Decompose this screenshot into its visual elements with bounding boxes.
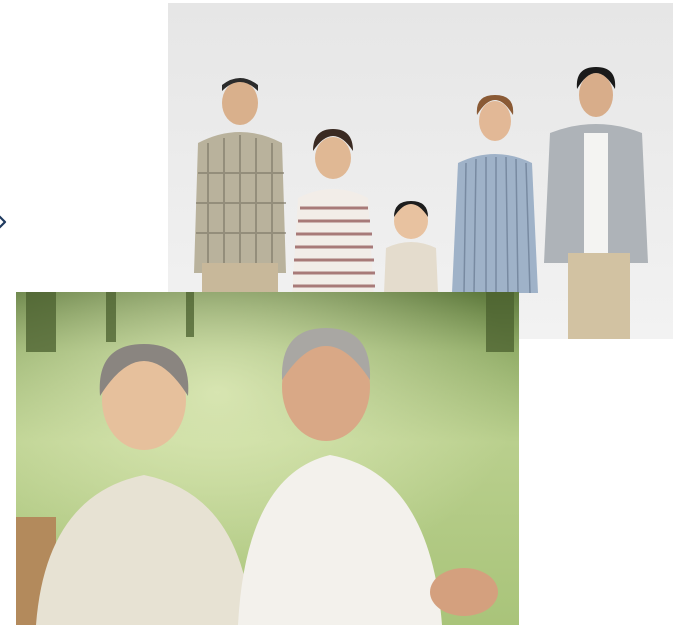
father-figure bbox=[544, 67, 648, 339]
couple-photo bbox=[16, 292, 519, 625]
elderly-woman-figure bbox=[36, 344, 252, 625]
grandmother-figure bbox=[292, 129, 375, 298]
chevron-right-icon[interactable] bbox=[0, 212, 8, 232]
elderly-man-figure bbox=[238, 328, 498, 625]
family-photo bbox=[168, 3, 673, 339]
child-figure bbox=[384, 201, 438, 293]
mother-figure bbox=[452, 95, 538, 294]
